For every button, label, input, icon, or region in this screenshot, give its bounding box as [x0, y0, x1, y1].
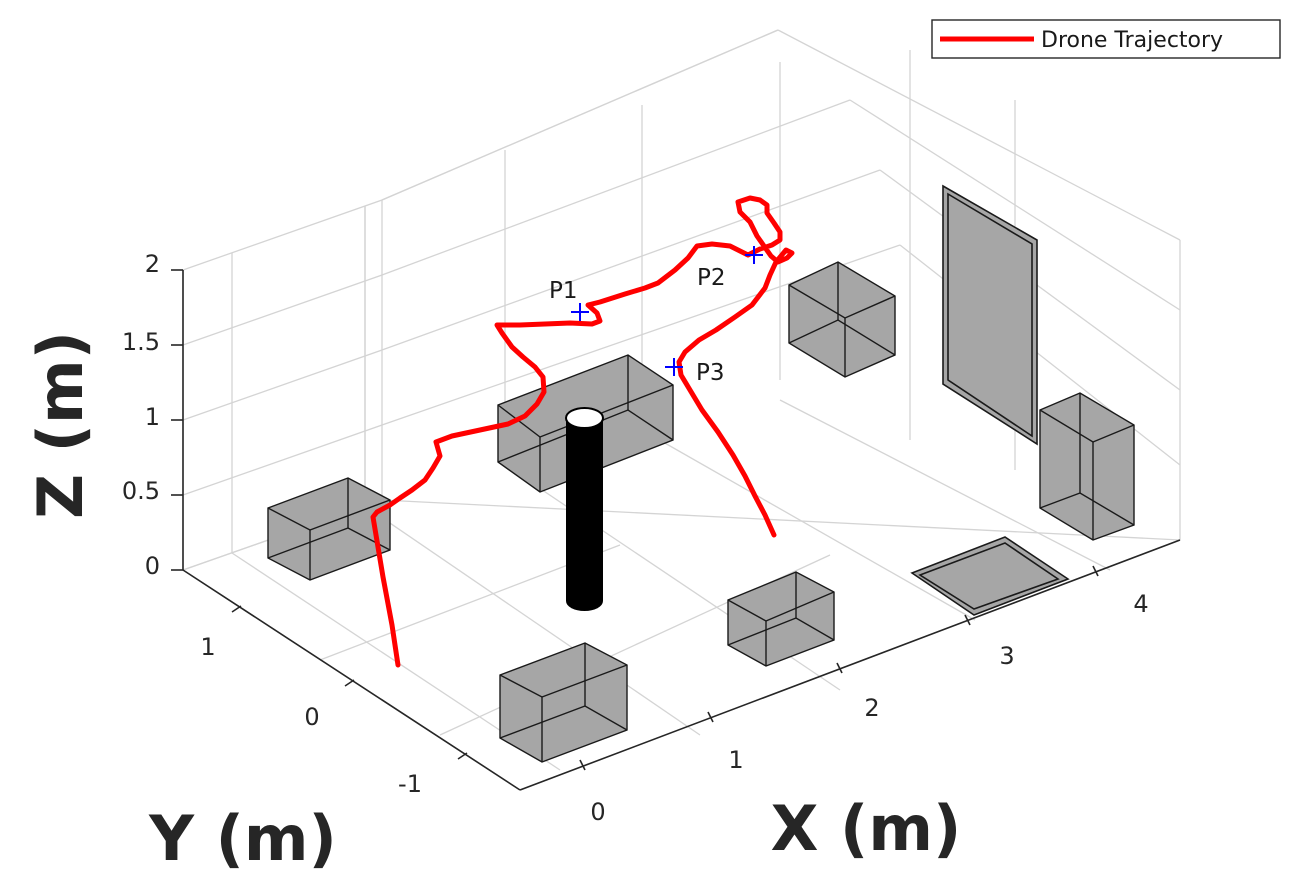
waypoint-p3-label: P3 [696, 360, 725, 386]
z-tick-label: 0 [145, 552, 160, 580]
waypoint-p2-marker [745, 246, 763, 264]
obstacle-box-mid-front [727, 571, 835, 667]
grid-far-wall [364, 29, 1181, 540]
waypoint-p1-label: P1 [549, 278, 578, 304]
z-axis-label: Z (m) [24, 331, 97, 519]
obstacle-cylinder [565, 407, 604, 611]
waypoint-p1-marker [571, 303, 589, 321]
drone-trajectory-line [370, 195, 795, 668]
x-tick-label: 0 [590, 798, 605, 826]
y-tick-label: 1 [200, 633, 215, 661]
y-tick-label: -1 [398, 770, 422, 798]
y-tick-label: 0 [304, 703, 319, 731]
waypoint-p3-marker [665, 358, 683, 376]
obstacle-box-front [499, 642, 628, 763]
obstacle-panel-floor [910, 536, 1070, 616]
x-tick-label: 1 [728, 746, 743, 774]
x-tick-label: 4 [1133, 590, 1148, 618]
y-axis-label: Y (m) [148, 802, 337, 875]
x-tick-label: 3 [999, 642, 1014, 670]
axis-tick-marks [171, 269, 1099, 771]
obstacle-box-left [267, 477, 391, 581]
z-tick-label: 1 [145, 403, 160, 431]
waypoint-p2-label: P2 [697, 265, 726, 291]
obstacle-panel-vertical [942, 184, 1038, 446]
obstacle-box-back-right [788, 261, 896, 378]
grid-floor [182, 399, 1181, 791]
z-tick-label: 1.5 [122, 328, 160, 356]
legend: Drone Trajectory [931, 19, 1281, 59]
x-axis-label: X (m) [771, 792, 962, 865]
x-tick-label: 2 [864, 694, 879, 722]
z-tick-label: 0.5 [122, 477, 160, 505]
legend-entry-drone-trajectory: Drone Trajectory [1041, 28, 1223, 53]
z-tick-label: 2 [145, 250, 160, 278]
obstacle-box-tall-right [1039, 392, 1135, 541]
